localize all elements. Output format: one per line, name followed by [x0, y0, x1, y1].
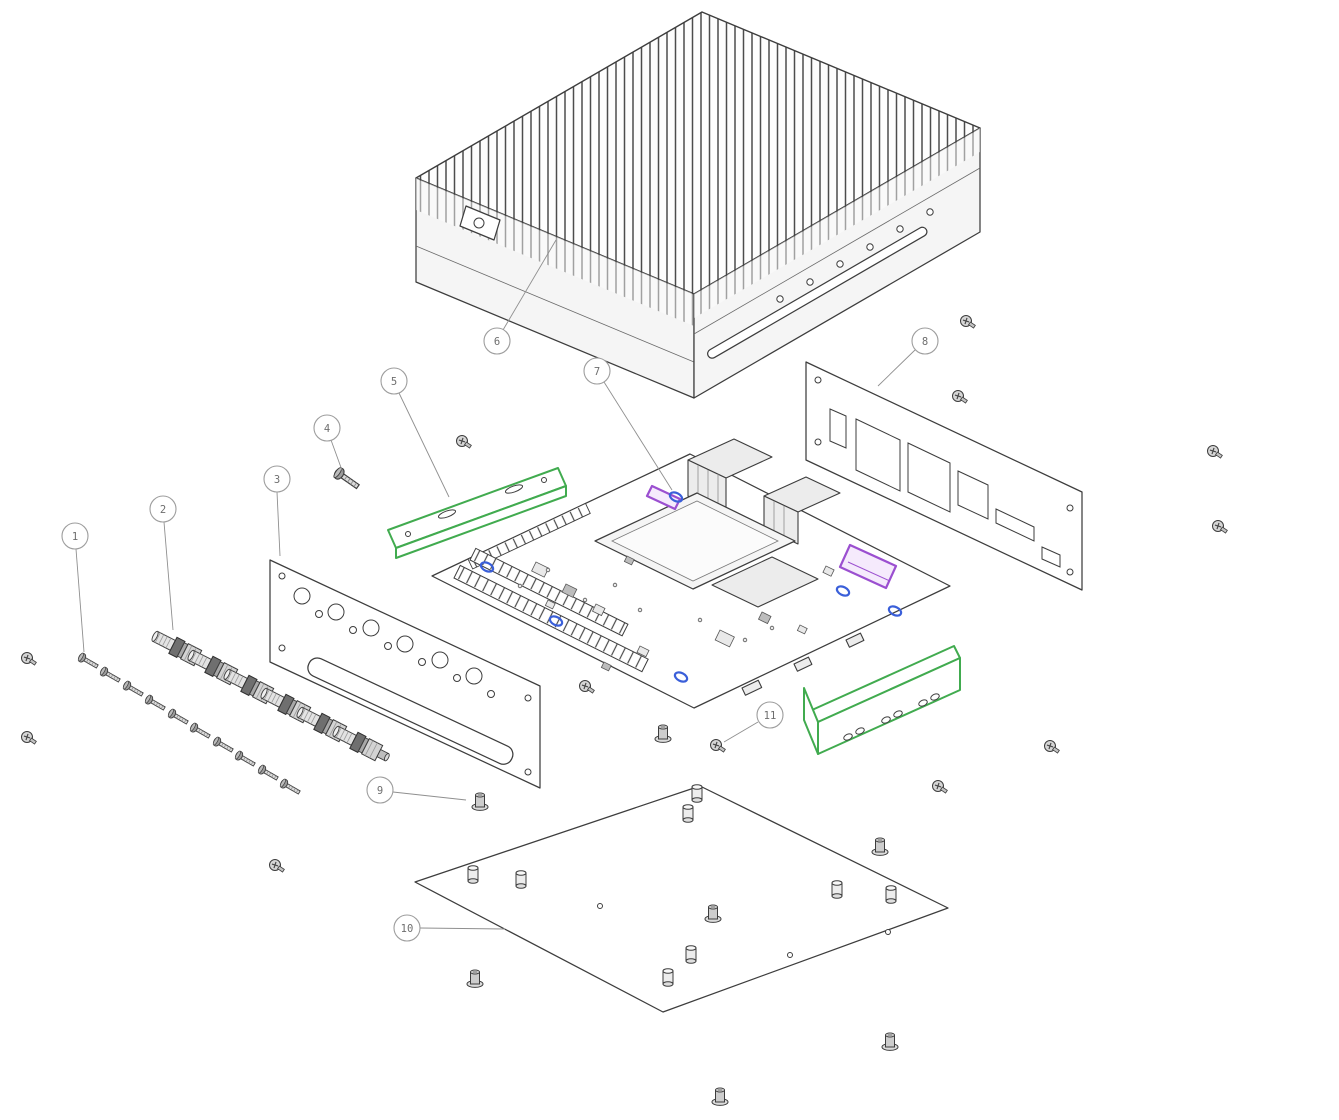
callout-2: 2 — [149, 495, 177, 631]
callout-8: 8 — [877, 327, 939, 387]
panel-center-slot — [307, 657, 514, 765]
part-left-side-bracket — [387, 467, 567, 559]
io-cutout-lan2 — [907, 442, 951, 513]
io-cutout-lan1 — [855, 418, 901, 492]
callout-5: 5 — [380, 367, 450, 498]
io-cutout-slot — [829, 408, 847, 449]
part-panel-screws — [76, 651, 303, 797]
callouts: 1 2 3 4 5 6 7 — [61, 239, 939, 942]
part-heatsink-chassis — [415, 11, 981, 399]
callout-9: 9 — [366, 776, 467, 804]
smd-components — [517, 555, 835, 672]
callout-5-label: 5 — [391, 376, 397, 388]
bracket-slots — [843, 693, 940, 741]
pin-header-strip — [467, 502, 591, 570]
callout-1-label: 1 — [72, 531, 78, 543]
callout-6: 6 — [483, 239, 557, 355]
callout-3: 3 — [263, 465, 291, 557]
io-cutout-hdmi — [995, 508, 1035, 542]
callout-6-label: 6 — [494, 336, 500, 348]
screw-part-11 — [709, 738, 726, 753]
callout-9-label: 9 — [377, 785, 383, 797]
callout-4-label: 4 — [324, 423, 330, 435]
callout-10-label: 10 — [401, 923, 414, 935]
edge-connectors — [741, 632, 865, 696]
part-right-side-bracket — [803, 645, 961, 755]
part-mainboard — [431, 438, 951, 709]
io-cutout-small — [1041, 546, 1061, 568]
mounting-hole-highlights — [479, 491, 903, 683]
callout-10: 10 — [393, 914, 506, 942]
callout-8-label: 8 — [922, 336, 928, 348]
cpu-heat-spreader — [594, 492, 796, 590]
callout-1: 1 — [61, 522, 89, 653]
callout-7-label: 7 — [594, 366, 600, 378]
heatsink-vent-holes — [776, 208, 934, 303]
callout-4: 4 — [313, 414, 344, 474]
terminal-block-strip-2 — [469, 547, 629, 637]
heatsink-groove — [707, 226, 928, 359]
screw-part-4 — [331, 465, 362, 493]
io-cutout-usb — [957, 470, 989, 520]
callout-3-label: 3 — [274, 474, 280, 486]
callout-2-label: 2 — [160, 504, 166, 516]
callout-11-label: 11 — [764, 710, 777, 722]
module-shield — [711, 556, 819, 608]
part-rear-io-plate — [805, 361, 1083, 591]
callout-7: 7 — [583, 357, 673, 491]
callout-11: 11 — [723, 701, 784, 743]
part-front-antenna-panel — [269, 559, 541, 789]
screw-part-9 — [471, 792, 489, 811]
part-bottom-plate — [414, 784, 949, 1013]
antenna-holes — [293, 587, 495, 698]
